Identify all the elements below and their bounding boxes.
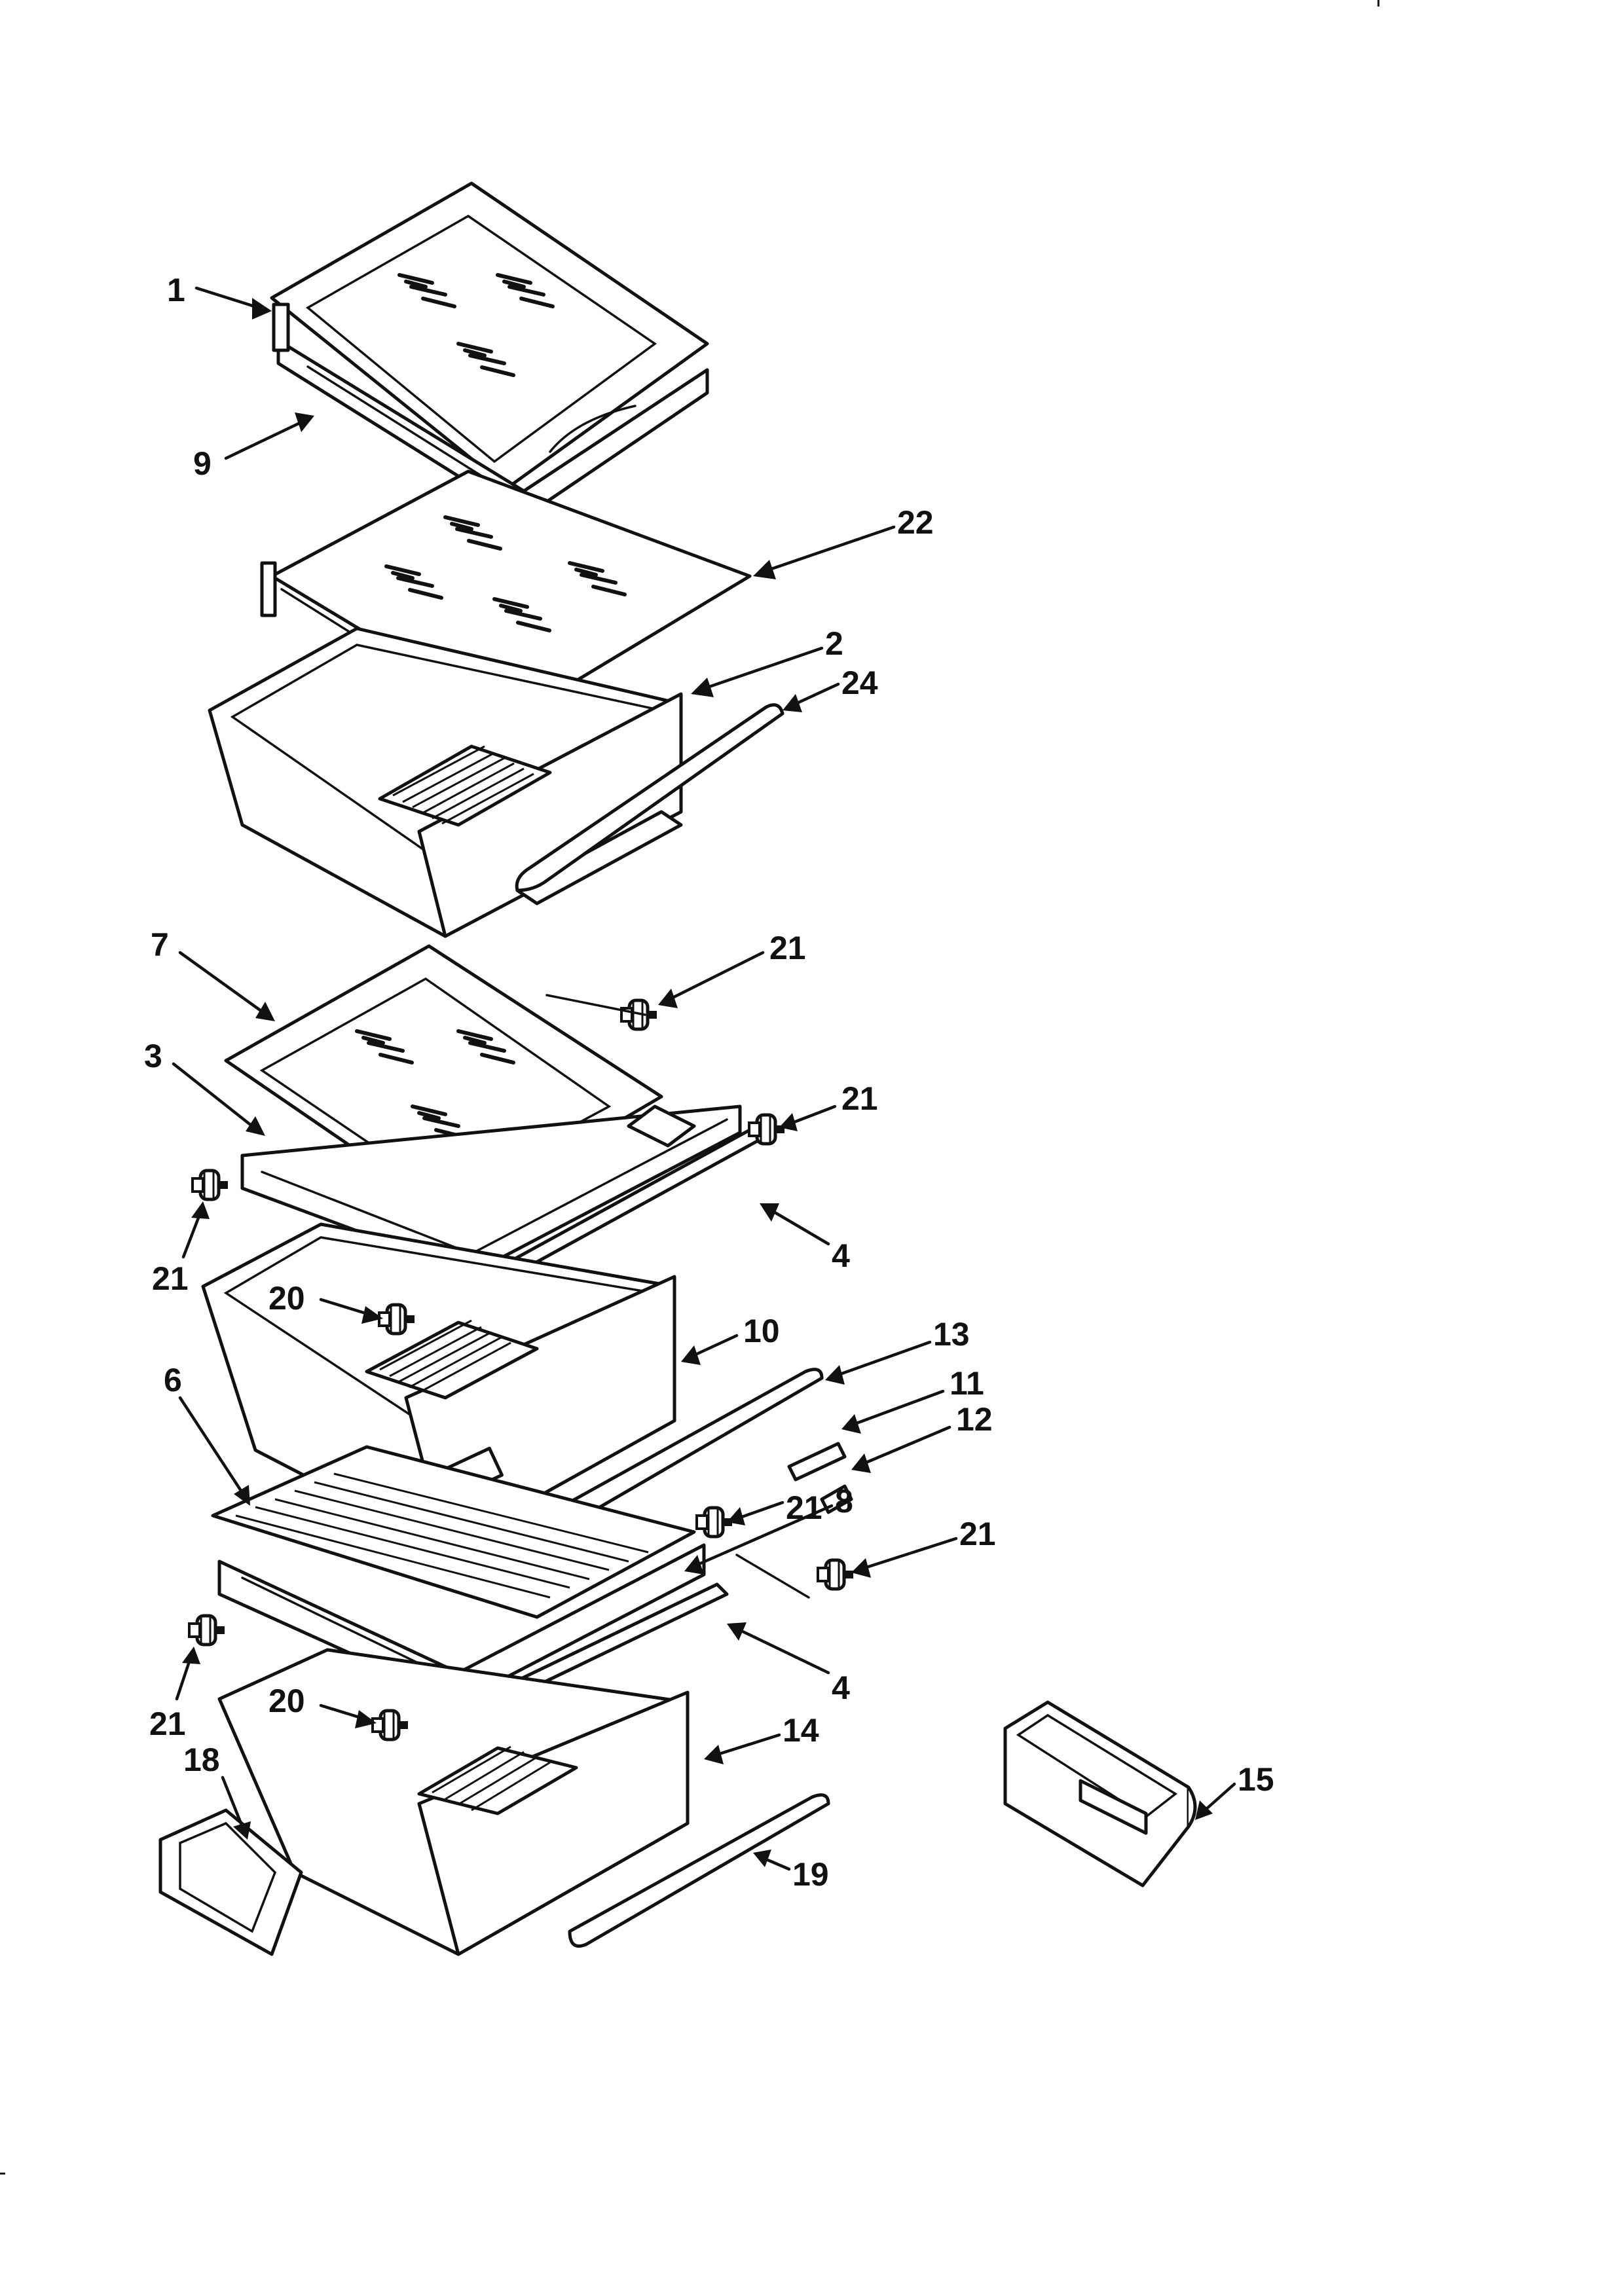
callout-4-b: 4	[832, 1669, 850, 1706]
callout-20-a: 20	[268, 1280, 305, 1317]
callout-21-f: 21	[149, 1705, 186, 1742]
callout-24: 24	[841, 665, 878, 701]
callout-9: 9	[193, 445, 212, 482]
fastener-21-d	[697, 1508, 732, 1537]
handle-trim-upper	[515, 703, 784, 892]
bracket-11	[787, 1442, 847, 1482]
callout-21-d: 21	[786, 1489, 822, 1526]
callout-21-b: 21	[841, 1080, 878, 1117]
label-card	[158, 1808, 303, 1956]
callout-labels: 1 9 22 2 24 7 21 3 21 21 4 20 10 13 6 11…	[144, 272, 1274, 1893]
leader-lines	[172, 286, 1236, 1871]
callout-7: 7	[151, 926, 169, 963]
callout-4-a: 4	[832, 1237, 850, 1274]
callout-14: 14	[783, 1712, 819, 1749]
callout-8: 8	[835, 1483, 853, 1520]
callout-13: 13	[933, 1316, 970, 1353]
callout-21-c: 21	[152, 1260, 189, 1297]
fastener-21-e	[818, 1560, 853, 1589]
callout-20-b: 20	[268, 1683, 305, 1719]
callout-10: 10	[743, 1313, 780, 1349]
glass-shelf-top	[270, 181, 709, 490]
callout-2: 2	[825, 625, 843, 662]
callout-15: 15	[1238, 1761, 1274, 1798]
fastener-21-a	[621, 1000, 657, 1029]
callout-12: 12	[956, 1401, 993, 1438]
callout-22: 22	[897, 504, 934, 541]
callout-19: 19	[792, 1856, 829, 1893]
callout-11: 11	[950, 1365, 984, 1402]
crisper-drawer-upper	[208, 627, 683, 938]
callout-3: 3	[144, 1038, 162, 1074]
handle-trim-lower	[568, 1793, 830, 1948]
crisper-cover-lower	[211, 1445, 696, 1619]
callout-18: 18	[183, 1741, 220, 1778]
callout-21-e: 21	[959, 1516, 996, 1552]
fastener-21-c	[193, 1171, 228, 1199]
fastener-21-f	[189, 1616, 225, 1645]
storage-bin	[1003, 1700, 1197, 1887]
callout-21-a: 21	[769, 930, 806, 966]
callout-6: 6	[164, 1362, 182, 1398]
callout-1: 1	[167, 272, 185, 308]
